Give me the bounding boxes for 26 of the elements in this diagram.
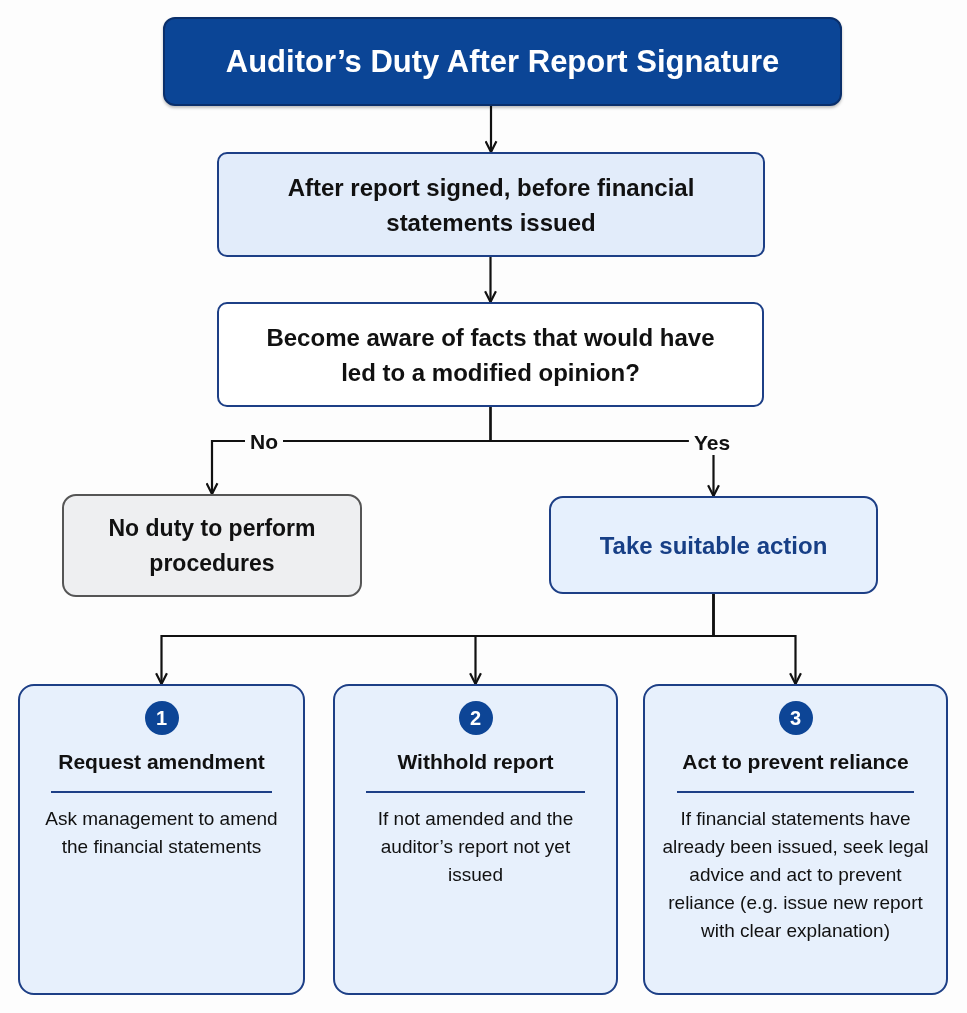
step-card xyxy=(333,684,618,995)
connector-arrow xyxy=(489,407,720,498)
action-box xyxy=(549,496,878,594)
title-banner xyxy=(163,17,842,106)
connector-arrow xyxy=(484,106,498,154)
box-text: Take suitable action xyxy=(599,530,828,561)
step-card xyxy=(643,684,948,995)
step-title: Act to prevent reliance xyxy=(682,749,909,775)
step-number: 1 xyxy=(144,701,179,735)
process-box xyxy=(217,152,765,257)
step-number: 3 xyxy=(778,701,813,735)
heading-text: Auditor’s Duty After Report Signature xyxy=(225,42,780,81)
outcome-box xyxy=(62,494,362,597)
connector-arrow xyxy=(484,257,497,304)
box-text: Become aware of facts that would have led to a modified opinion? xyxy=(265,322,716,388)
step-description: If financial statements have already been issued, seek legal advice and act to prevent reliance (e.g. issue new report with clear explanation) xyxy=(661,807,930,943)
step-description: If not amended and the auditor’s report not yet issued xyxy=(376,807,575,887)
step-number: 2 xyxy=(458,701,493,735)
connector-arrow xyxy=(712,594,802,686)
step-description: Ask management to amend the financial statements xyxy=(44,807,279,859)
step-title: Request amendment xyxy=(58,749,265,775)
box-text: After report signed, before financial statements issued xyxy=(286,172,696,238)
step-title: Withhold report xyxy=(397,749,554,775)
question-box xyxy=(217,302,764,407)
step-card xyxy=(18,684,305,995)
box-text: No duty to perform procedures xyxy=(107,513,317,578)
